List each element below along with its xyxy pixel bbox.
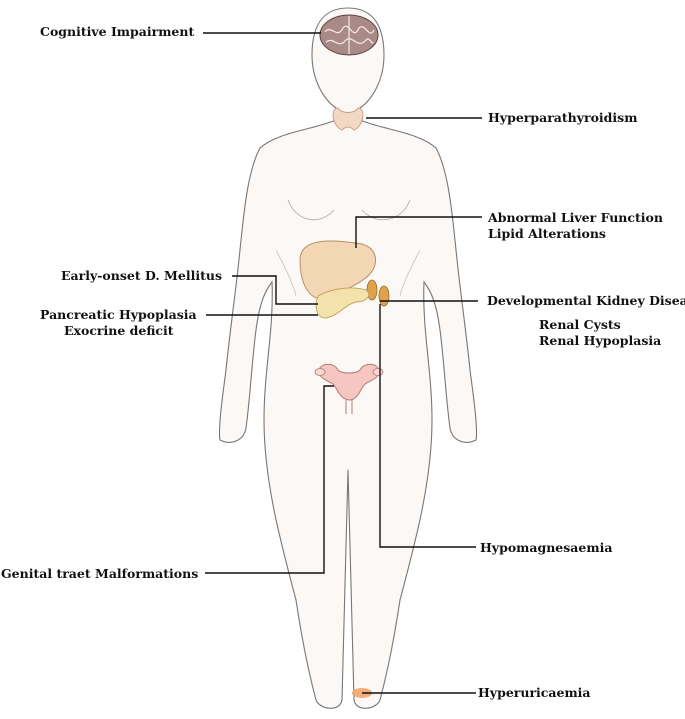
leader-genital — [205, 385, 334, 574]
liver-icon — [299, 240, 377, 299]
uterus-icon — [314, 363, 384, 414]
label-cognitive-impairment: Cognitive Impairment — [40, 24, 195, 39]
label-early-onset-diabetes: Early-onset D. Mellitus — [61, 268, 222, 283]
label-renal-hypoplasia: Renal Hypoplasia — [539, 333, 662, 348]
label-renal-cysts: Renal Cysts — [539, 317, 621, 332]
label-exocrine-deficit: Exocrine deficit — [64, 323, 174, 338]
brain-icon — [319, 14, 379, 56]
thyroid-icon — [332, 107, 364, 131]
chest-contour — [287, 199, 411, 221]
label-hyperuricaemia: Hyperuricaemia — [478, 685, 591, 700]
leader-lines — [203, 32, 482, 694]
body-silhouette — [218, 7, 478, 709]
torso-contour — [275, 249, 421, 297]
label-pancreatic-hypoplasia: Pancreatic Hypoplasia — [40, 307, 197, 322]
leader-diabetes — [232, 275, 318, 305]
label-genital-malformations: Genital traet Malformations — [1, 566, 199, 581]
label-hypomagnesaemia: Hypomagnesaemia — [480, 540, 613, 555]
label-lipid-alterations: Lipid Alterations — [488, 226, 606, 241]
label-abnormal-liver-function: Abnormal Liver Function — [488, 210, 663, 225]
leader-liver — [355, 216, 482, 248]
pancreas-icon — [315, 287, 370, 319]
leader-hypomagnesaemia — [379, 304, 476, 548]
label-hyperparathyroidism: Hyperparathyroidism — [488, 110, 638, 125]
label-developmental-kidney-disease: Developmental Kidney Disease — [487, 293, 685, 308]
